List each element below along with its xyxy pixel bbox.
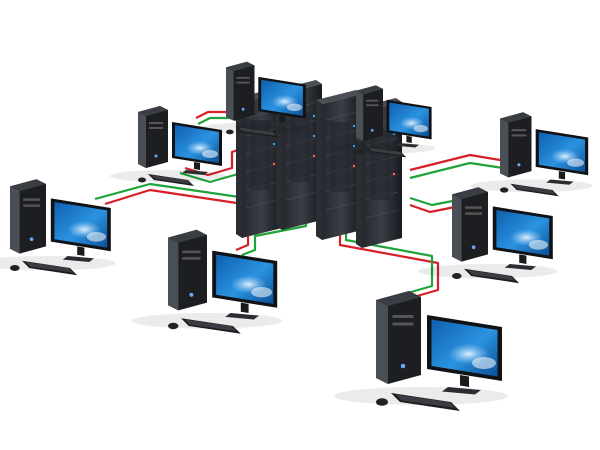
workstation-far-left: [0, 179, 116, 276]
workstation-far-right-top: [470, 112, 593, 197]
workstation-top-center: [199, 61, 310, 138]
cable-red-workstation-bottom: [338, 225, 440, 300]
cable-red-workstation-right-top: [409, 153, 501, 172]
workstation-mid-left: [131, 229, 283, 334]
workstation-right-mid: [418, 187, 558, 284]
server-rack-3: [315, 89, 363, 241]
cable-green-workstation-right-top: [409, 161, 504, 180]
workstations: [0, 61, 593, 411]
workstation-bottom: [334, 291, 508, 411]
